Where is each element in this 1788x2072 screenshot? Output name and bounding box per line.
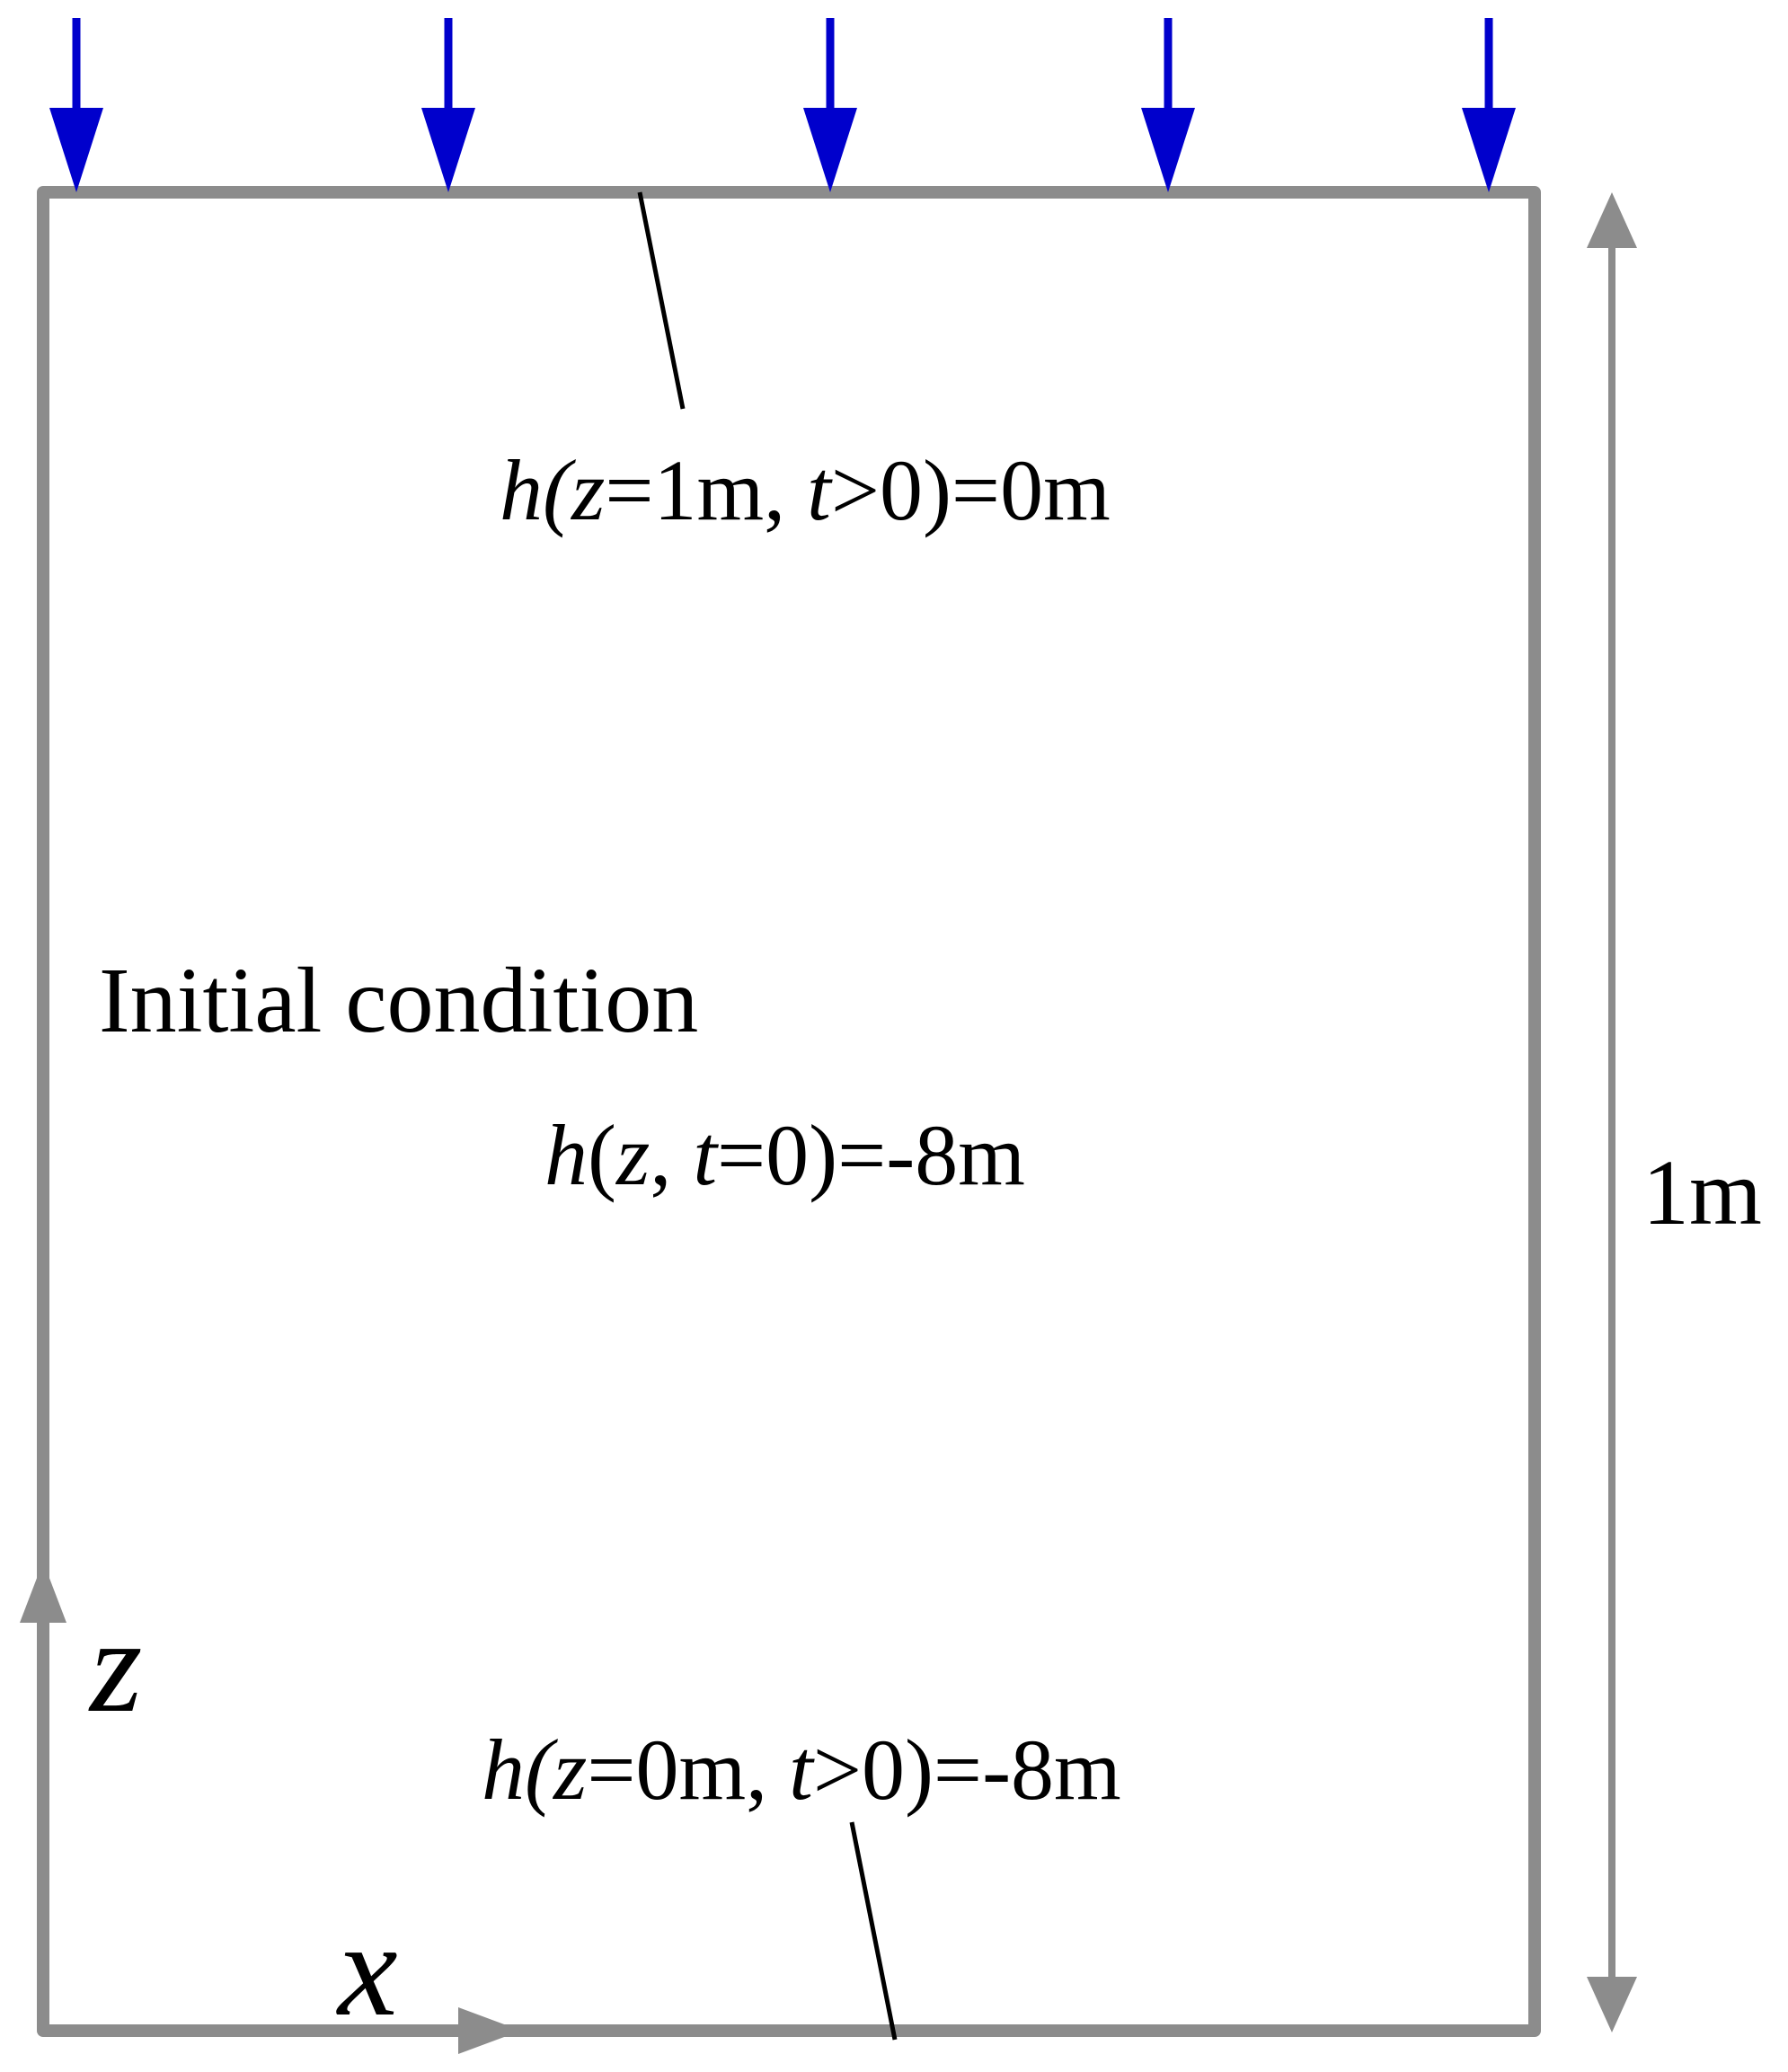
bottom-boundary-label: h(z=0m, t>0)=-8m (482, 1722, 1121, 1818)
down-arrow-icon (803, 18, 857, 192)
initial-condition-label: h(z, t=0)=-8m (544, 1107, 1025, 1203)
top-boundary-label: h(z=1m, t>0)=0m (500, 442, 1111, 538)
bottom-leader-line (849, 1821, 898, 2041)
flux-arrows (49, 18, 1516, 192)
down-arrow-icon (49, 18, 103, 192)
z-axis-label: z (88, 1591, 142, 1740)
down-arrow-icon (1462, 18, 1516, 192)
z-axis-arrow (20, 1562, 66, 1653)
top-leader-line (637, 191, 686, 410)
column-boundary (37, 186, 1541, 2037)
x-axis-arrow (458, 2007, 521, 2054)
double-arrow-icon (1587, 192, 1637, 2032)
initial-condition-title: Initial condition (99, 949, 698, 1052)
down-arrow-icon (1141, 18, 1195, 192)
x-axis-label: x (336, 1895, 398, 2044)
height-dimension-label: 1m (1642, 1141, 1762, 1244)
down-arrow-icon (421, 18, 475, 192)
